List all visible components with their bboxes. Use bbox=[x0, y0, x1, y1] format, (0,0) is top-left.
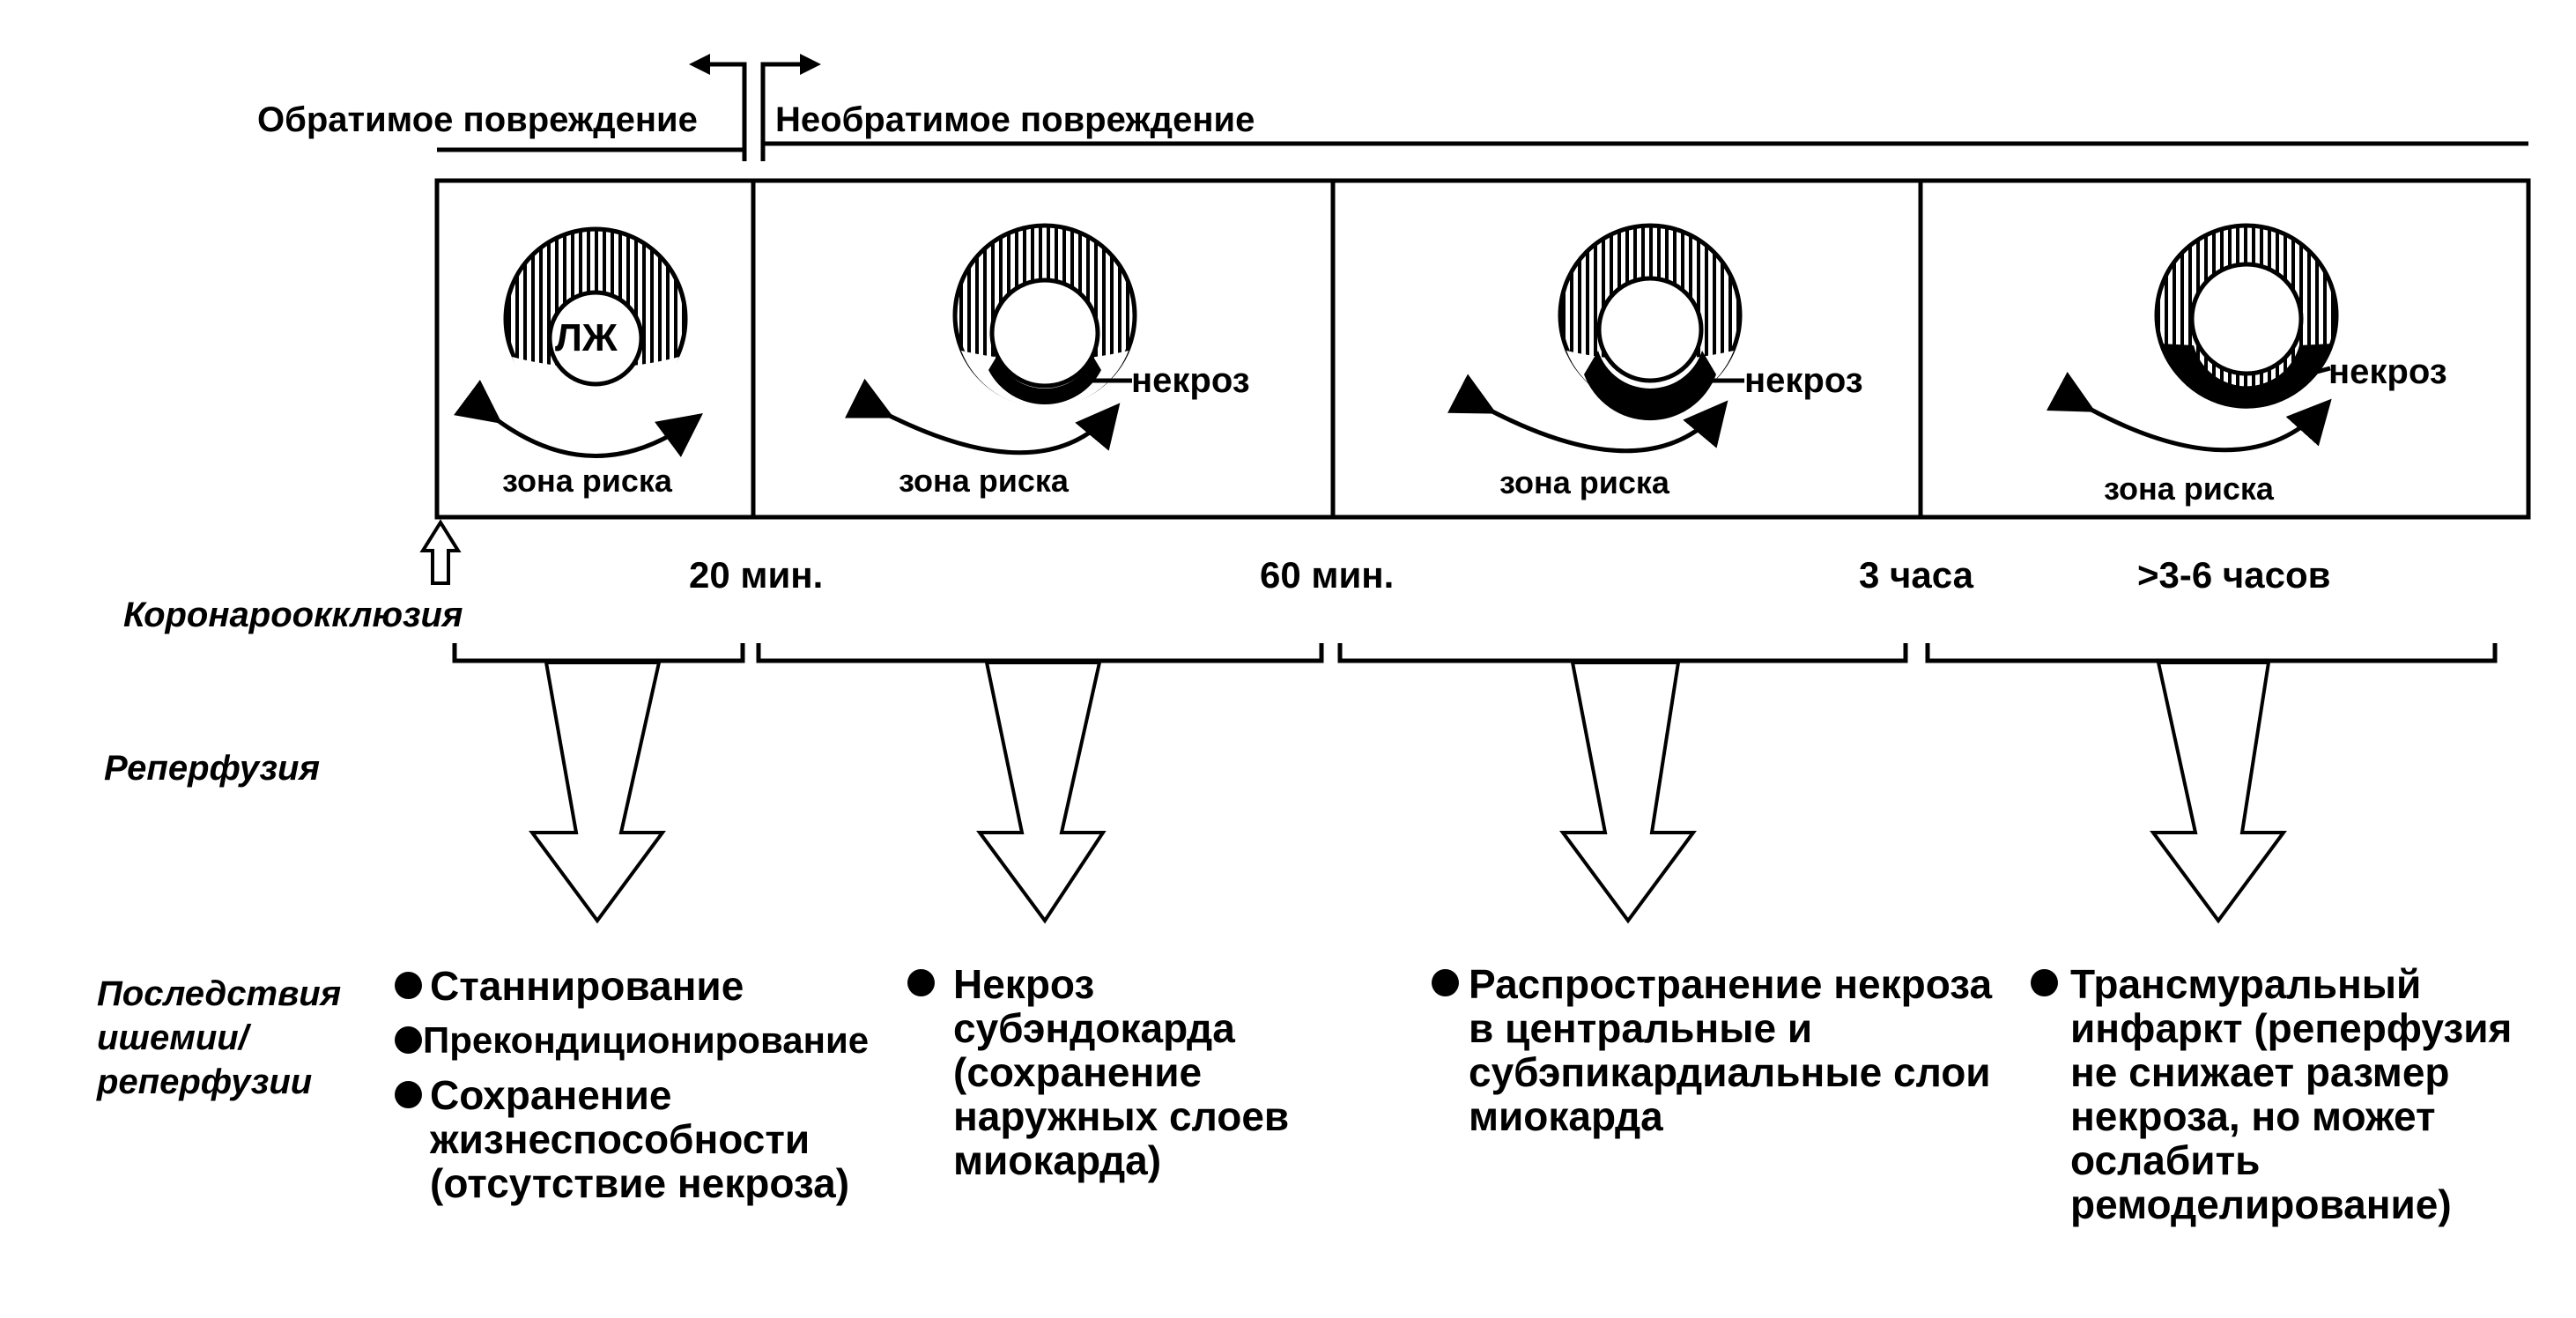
consequence-1-3: Сохранение жизнеспособности (отсутствие … bbox=[430, 1072, 850, 1206]
risk-zone-arrow-4 bbox=[2046, 372, 2332, 453]
consequences-label-line2: ишемии/ bbox=[97, 1018, 248, 1057]
time-label-3-6h: >3-6 часов bbox=[2137, 554, 2331, 596]
risk-zone-arrow-2 bbox=[845, 378, 1121, 455]
time-label-3h: 3 часа bbox=[1859, 554, 1973, 596]
consequences-label-line3: реперфузии bbox=[97, 1063, 313, 1101]
reversible-arrow-icon bbox=[689, 54, 710, 75]
necrosis-label-4: некроз bbox=[2328, 352, 2447, 391]
occlusion-arrow-icon bbox=[419, 519, 462, 585]
occlusion-label: Коронароокклюзия bbox=[123, 596, 463, 634]
risk-zone-label-4: зона риска bbox=[2104, 470, 2274, 507]
bullet-icon bbox=[907, 969, 935, 996]
consequences-label-line1: Последствия bbox=[97, 974, 342, 1013]
reperfusion-arrow-icon-1 bbox=[529, 661, 666, 924]
heart-ring-3 bbox=[1558, 223, 1743, 421]
reversible-label: Обратимое повреждение bbox=[257, 100, 698, 139]
bullet-icon bbox=[395, 1026, 422, 1054]
reperfusion-arrows bbox=[529, 661, 2287, 924]
time-label-60min: 60 мин. bbox=[1260, 554, 1395, 596]
necrosis-label-3: некроз bbox=[1744, 361, 1863, 400]
lv-label: ЛЖ bbox=[555, 316, 618, 359]
consequence-1-2: Прекондиционирование bbox=[423, 1019, 870, 1061]
heart-ring-4 bbox=[2154, 223, 2339, 409]
bullet-icon bbox=[2031, 969, 2058, 996]
reperfusion-arrow-icon-4 bbox=[2150, 661, 2287, 924]
irreversible-arrow-icon bbox=[800, 54, 821, 75]
timeline-brackets bbox=[452, 643, 2498, 663]
time-label-20min: 20 мин. bbox=[689, 554, 824, 596]
bullet-icon bbox=[1432, 969, 1459, 996]
consequence-4-1: Трансмуральный инфаркт (реперфузия не сн… bbox=[2070, 961, 2513, 1227]
reperfusion-label: Реперфузия bbox=[104, 749, 321, 788]
reperfusion-arrow-icon-3 bbox=[1559, 661, 1697, 924]
risk-zone-arrow-1 bbox=[453, 380, 704, 458]
panel-frame bbox=[434, 178, 2531, 520]
reperfusion-arrow-icon-2 bbox=[976, 661, 1107, 924]
consequence-3-1: Распространение некроза в центральные и … bbox=[1469, 961, 1993, 1139]
risk-zone-label-1: зона риска bbox=[502, 463, 672, 499]
consequence-2-1: Некроз субэндокарда (сохранение наружных… bbox=[953, 961, 1290, 1183]
bullet-icon bbox=[395, 972, 422, 999]
header-divider bbox=[437, 62, 2528, 161]
risk-zone-arrow-3 bbox=[1447, 374, 1728, 454]
bullet-icon bbox=[395, 1081, 422, 1108]
irreversible-label: Необратимое повреждение bbox=[775, 100, 1255, 139]
consequence-1-1: Станнирование bbox=[430, 963, 744, 1009]
necrosis-label-2: некроз bbox=[1131, 361, 1250, 400]
risk-zone-label-2: зона риска bbox=[899, 463, 1069, 499]
risk-zone-label-3: зона риска bbox=[1499, 464, 1669, 500]
